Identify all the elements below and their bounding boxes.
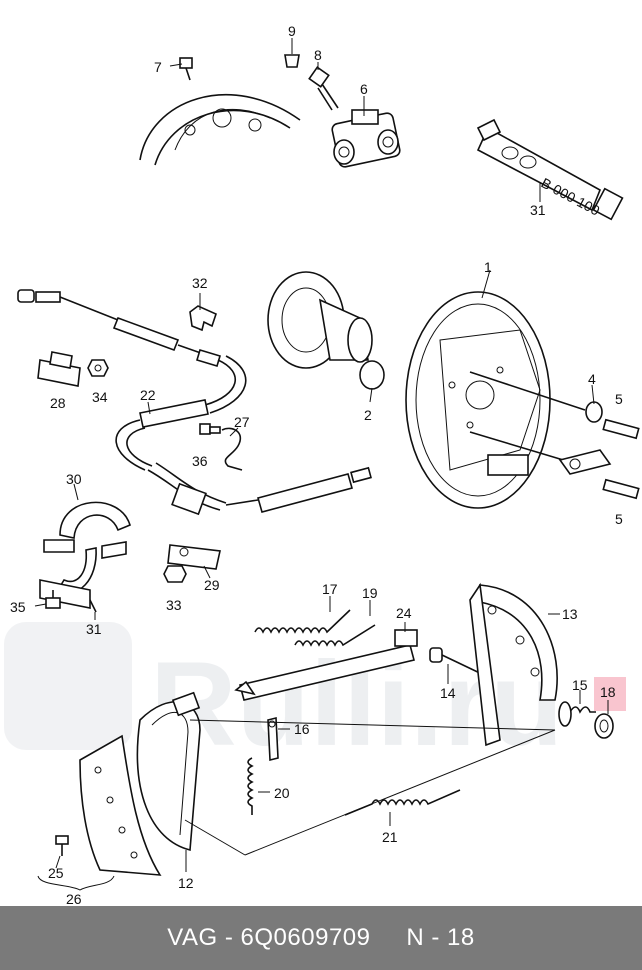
clip-32 [189,305,217,332]
footer-gap [370,924,406,952]
callout-28: 28 [50,395,66,411]
callout-33: 33 [166,597,182,613]
nut-34 [87,359,109,377]
washer-4 [585,401,603,423]
callout-13: 13 [562,606,578,622]
spring-19 [294,624,376,647]
bracket-plate [558,449,612,475]
backplate-top-illustration [139,94,301,166]
spring-clip-27 [221,427,243,471]
callout-8: 8 [314,47,322,63]
spring-21 [344,789,461,816]
bracket-31 [39,579,97,613]
footer-part-number: 6Q0609709 [240,924,371,951]
dust-cap-9 [284,54,300,68]
callout-24: 24 [396,605,412,621]
callout-5-upper: 5 [615,391,623,407]
grease-tube-31: B 000 100 [476,118,624,221]
callout-25: 25 [48,865,64,881]
bracket-28 [37,351,81,387]
callout-26: 26 [66,891,82,906]
callout-5-lower: 5 [615,511,623,527]
callout-36: 36 [192,453,208,469]
callout-34: 34 [92,389,108,405]
bolt-5-upper [602,418,640,440]
brake-shoe-13 [469,582,558,747]
spring-cup-18 [594,713,614,739]
callout-9: 9 [288,23,296,39]
callout-1: 1 [484,259,492,275]
callout-29: 29 [204,577,220,593]
callout-2: 2 [364,407,372,423]
callout-31-tube: 31 [530,202,546,218]
bleed-screw-8 [308,66,339,111]
callout-21: 21 [382,829,398,845]
callout-17: 17 [322,581,338,597]
footer-sep-1: - [217,924,241,951]
callout-15: 15 [572,677,588,693]
backing-plate-1 [405,291,586,509]
callout-7: 7 [154,59,162,75]
callout-16: 16 [294,721,310,737]
bolt-36 [199,423,221,435]
brake-shoe-12 [136,691,201,852]
bolt-5-lower [602,478,640,500]
callout-35: 35 [10,599,26,615]
callout-30: 30 [66,471,82,487]
spring-20 [247,757,254,815]
callout-20: 20 [274,785,290,801]
bolt-35 [45,590,61,609]
footer-bar: VAG - 6Q0609709 N - 18 [0,906,642,970]
leader-lines [34,38,609,891]
nut-33 [163,565,187,583]
callout-12: 12 [178,875,194,891]
spring-15 [558,701,596,727]
callout-19: 19 [362,585,378,601]
wheel-cylinder-6 [331,109,401,168]
callout-32: 32 [192,275,208,291]
lever-16 [267,716,279,762]
callout-18: 18 [600,684,616,700]
parts-diagram: Rulli.ru B 000 10 [4,23,640,906]
footer-brand: VAG [167,924,218,951]
spring-17 [254,609,351,634]
clamp-30 [43,501,131,594]
callout-31-bracket: 31 [86,621,102,637]
callout-27: 27 [234,414,250,430]
brake-lining-26 [79,734,162,876]
callout-4: 4 [588,371,596,387]
wheel-hub [267,271,385,390]
handbrake-cable [17,289,372,516]
bolt-7 [179,57,193,81]
adjuster-bar-24 [234,629,418,701]
callout-labels: 1 2 4 5 5 6 7 8 9 12 13 14 15 16 17 18 1… [10,23,623,906]
bracket-29 [167,544,221,570]
highlight-box [594,677,626,711]
footer-page-ref: N - 18 [406,924,475,951]
rivet-25 [55,835,69,856]
callout-14: 14 [440,685,456,701]
callout-6: 6 [360,81,368,97]
callout-22: 22 [140,387,156,403]
